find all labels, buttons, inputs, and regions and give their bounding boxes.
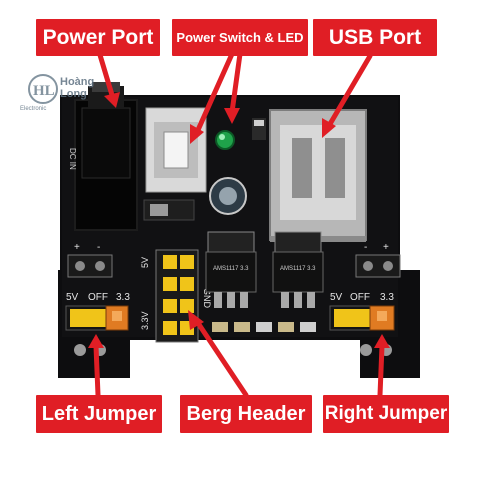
power-switch-led-callout: Power Switch & LED — [172, 19, 308, 56]
right-jumper — [329, 305, 395, 331]
usb-port-callout: USB Port — [313, 19, 437, 56]
right-rail-pins — [355, 254, 401, 278]
usb-port-label: USB Port — [328, 25, 422, 49]
right-off-label: OFF — [350, 292, 370, 303]
left-minus-label: - — [97, 242, 100, 253]
left-plus-label: + — [74, 242, 80, 253]
watermark-sub: Electronic — [20, 106, 47, 112]
power-led — [215, 130, 235, 150]
power-switch-led-label: Power Switch & LED — [176, 30, 304, 45]
left-rail-pins — [67, 254, 113, 278]
svg-text:HL: HL — [33, 83, 55, 99]
power-switch — [145, 107, 207, 193]
right-jumper-callout: Right Jumper — [323, 395, 449, 433]
dc-in-label: DC IN — [68, 148, 77, 170]
watermark-brand: Hoàng Long — [60, 76, 95, 100]
left-jumper-label: Left Jumper — [41, 402, 157, 425]
left-jumper-callout: Left Jumper — [36, 395, 162, 433]
right-33-label: 3.3 — [380, 292, 394, 303]
regulator-right-label: AMS1117 3.3 — [280, 266, 316, 272]
usb-port — [269, 109, 367, 242]
right-minus-label: - — [364, 242, 367, 253]
berg-header-label: Berg Header — [186, 402, 306, 425]
regulator-left-label: AMS1117 3.3 — [213, 266, 249, 272]
power-jack — [74, 82, 138, 231]
berg-header — [155, 249, 199, 343]
gnd-label: GND — [202, 288, 212, 309]
header-33v-label: 3.3V — [140, 311, 150, 330]
right-5v-label: 5V — [330, 292, 343, 303]
header-5v-label: 5V — [140, 257, 150, 268]
power-port-callout: Power Port — [36, 19, 160, 56]
right-plus-label: + — [383, 242, 389, 253]
callout-arrows — [88, 51, 390, 398]
left-5v-label: 5V — [66, 292, 79, 303]
regulator-left — [205, 231, 257, 308]
capacitor — [209, 177, 247, 215]
hoang-long-logo-icon: HL — [28, 74, 58, 104]
left-33-label: 3.3 — [116, 292, 130, 303]
smd-row — [212, 322, 316, 332]
regulator-right — [272, 231, 324, 308]
left-jumper — [65, 305, 129, 331]
berg-header-callout: Berg Header — [180, 395, 312, 433]
power-port-label: Power Port — [42, 25, 154, 49]
left-off-label: OFF — [88, 292, 108, 303]
right-jumper-label: Right Jumper — [324, 403, 448, 424]
